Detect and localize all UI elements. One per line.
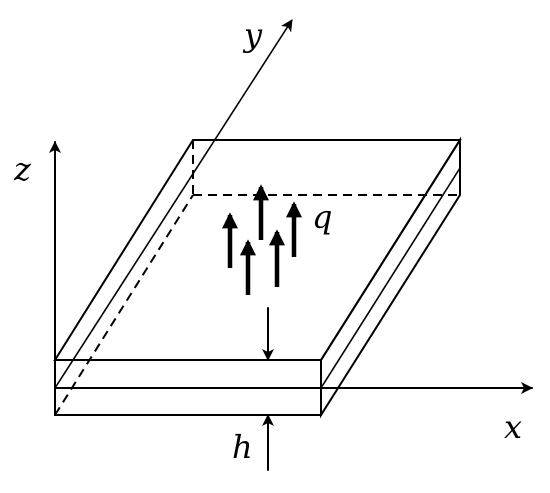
mid-plane-side-line bbox=[320, 167, 461, 389]
distributed-load-arrows bbox=[222, 184, 302, 295]
load-label: q bbox=[312, 198, 332, 236]
plate-top-face bbox=[53, 139, 462, 361]
thickness-label: h bbox=[232, 428, 253, 466]
y-axis-label: y bbox=[242, 16, 263, 54]
plate-right-face bbox=[320, 136, 461, 419]
y-axis bbox=[54, 19, 293, 389]
z-axis-label: z bbox=[13, 150, 32, 188]
x-axis-label: x bbox=[504, 408, 522, 446]
hidden-left-bottom-edge bbox=[54, 194, 194, 416]
